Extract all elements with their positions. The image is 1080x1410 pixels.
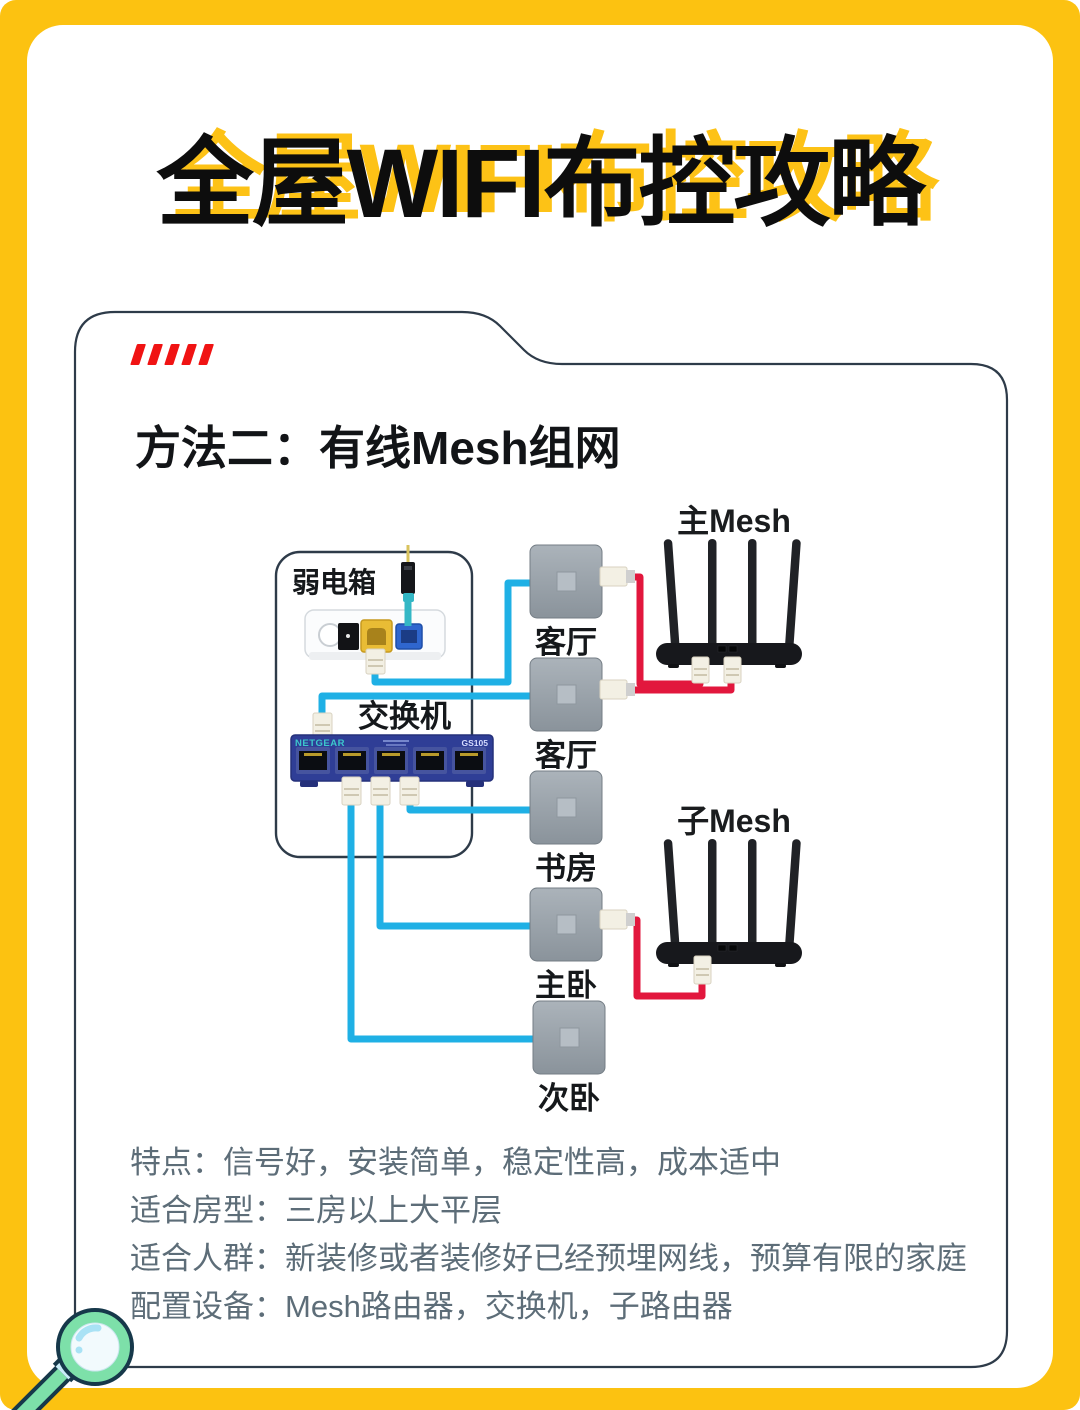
fiber-pigtail <box>401 545 415 626</box>
wall-plate-secondbedroom: 次卧 <box>532 1000 606 1116</box>
detail-line-features: 特点：信号好，安装简单，稳定性高，成本适中 <box>130 1145 781 1180</box>
wall-plate-livingroom-2: 客厅 <box>529 657 635 773</box>
lan-cable-modem-to-livingroom1 <box>371 579 530 686</box>
plate-plug <box>599 566 635 587</box>
detail-line-house-type: 适合房型：三房以上大平层 <box>130 1193 502 1228</box>
magnifier-icon <box>11 1308 134 1410</box>
plate-label: 客厅 <box>535 625 597 660</box>
switch-top-plug <box>312 712 333 742</box>
card-heading: 方法二：有线Mesh组网 <box>135 422 621 474</box>
switch-model: GS105 <box>462 738 489 748</box>
uplink-cable-masterbedroom-to-submesh <box>633 916 706 1000</box>
switch-label: 交换机 <box>358 699 451 734</box>
wall-plate-livingroom-1: 客厅 <box>529 544 635 660</box>
page-title: 全屋WIFI布控攻略 <box>156 129 926 238</box>
main-mesh-router: 主Mesh <box>656 503 802 684</box>
modem <box>304 545 446 675</box>
wall-plate-study: 书房 <box>529 770 603 886</box>
wall-plate-masterbedroom: 主卧 <box>529 887 635 1003</box>
plate-label: 次卧 <box>538 1081 600 1116</box>
plate-plug <box>599 679 635 700</box>
plate-label: 书房 <box>535 851 597 886</box>
plate-plug <box>599 909 635 930</box>
switch-ports <box>296 747 486 774</box>
router-plug <box>723 656 742 684</box>
router-plug <box>691 656 710 684</box>
sub-mesh-router: 子Mesh <box>656 803 802 985</box>
plate-label: 主卧 <box>535 968 597 1003</box>
switch-bottom-plugs <box>341 776 420 806</box>
modem-cable-plug <box>365 648 386 675</box>
sub-mesh-label: 子Mesh <box>677 803 791 839</box>
switch-brand: NETGEAR <box>295 738 345 749</box>
lan-cable-livingroom2-to-switch <box>318 692 530 716</box>
detail-line-audience: 适合人群：新装修或者装修好已经预埋网线，预算有限的家庭 <box>130 1241 967 1276</box>
main-mesh-label: 主Mesh <box>677 503 791 539</box>
lan-cable-switch-to-masterbedroom <box>376 803 530 930</box>
red-accent-dashes-icon <box>130 344 214 365</box>
modem-button <box>318 623 342 647</box>
detail-line-equipment: 配置设备：Mesh路由器，交换机，子路由器 <box>130 1289 733 1324</box>
plate-label: 客厅 <box>535 738 597 773</box>
lan-cable-switch-to-secondbedroom <box>347 803 533 1043</box>
network-switch: 交换机 NETGEAR GS105 <box>290 699 494 806</box>
router-plug <box>693 955 712 985</box>
weak-box-label: 弱电箱 <box>292 566 376 598</box>
